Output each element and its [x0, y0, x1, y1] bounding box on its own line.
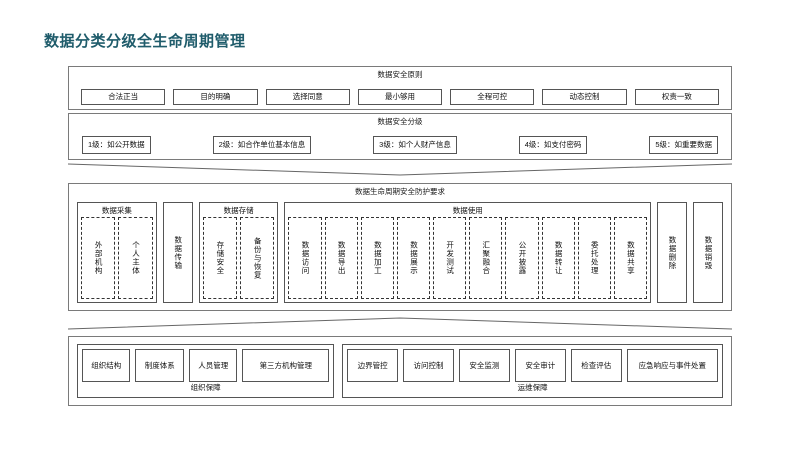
chevron-down-connector: [68, 163, 732, 177]
guarantee-label[interactable]: 组织保障: [190, 383, 221, 392]
lifecycle-subitem-label[interactable]: 数据加工: [373, 241, 383, 275]
lifecycle-subitem-label[interactable]: 数据转让: [554, 241, 564, 275]
lifecycle-group-track: 数据采集外部机构 个人主体 数据传输 数据存储存储安全 备份与恢复 数据使用数据访问 数据导…: [77, 202, 724, 303]
chevron-up-connector: [68, 316, 732, 330]
lifecycle-stage-4[interactable]: 数据删除: [657, 202, 688, 303]
organization-guarantee[interactable]: 组织结构制度体系人员管理第三方机构管理组织保障: [77, 344, 335, 398]
lifecycle-stage-5[interactable]: 数据销毁: [693, 202, 724, 303]
principle-item[interactable]: 合法正当: [81, 89, 166, 105]
lifecycle-subitem-label[interactable]: 数据导出: [337, 241, 347, 275]
classification-level-item[interactable]: 4级：如支付密码: [518, 136, 588, 154]
lifecycle-subitem[interactable]: 开发测试: [433, 217, 467, 299]
principle-item[interactable]: 全程可控: [450, 89, 535, 105]
lifecycle-subitem[interactable]: 外部机构: [81, 217, 116, 299]
guarantee-item-row[interactable]: 组织结构制度体系人员管理第三方机构管理: [82, 349, 330, 382]
guarantee-item[interactable]: 人员管理: [188, 349, 238, 382]
guarantee-item[interactable]: 制度体系: [135, 349, 184, 382]
lifecycle-subitem-label[interactable]: 个人主体: [131, 241, 141, 275]
guarantee-item[interactable]: 组织结构: [82, 349, 131, 382]
lifecycle-subitem-label[interactable]: 存储安全: [215, 241, 225, 275]
lifecycle-subitem-label[interactable]: 数据访问: [301, 241, 311, 275]
classification-level-item[interactable]: 1级：如公开数据: [82, 136, 151, 154]
principle-item[interactable]: 权责一致: [634, 89, 719, 105]
lifecycle-group-label[interactable]: 数据采集: [101, 206, 132, 215]
lifecycle-subitem-row[interactable]: 外部机构 个人主体: [81, 217, 153, 299]
lifecycle-subitem[interactable]: 数据访问: [288, 217, 322, 299]
guarantee-item[interactable]: 检查评估: [570, 349, 622, 382]
lifecycle-subitem-row[interactable]: 数据访问 数据导出 数据加工 数据展示 开发测试 汇聚融合 公开披露 数据转让 委托处理 数据共享: [288, 217, 647, 299]
classification-level-item[interactable]: 2级：如合作单位基本信息: [212, 136, 312, 154]
lifecycle-subitem[interactable]: 数据共享: [613, 217, 647, 299]
lifecycle-group-label[interactable]: 数据使用: [452, 206, 483, 215]
lifecycle-subitem[interactable]: 数据展示: [396, 217, 431, 299]
classification-item-row: 1级：如公开数据 2级：如合作单位基本信息 3级：如个人财产信息 4级：如支付密码 5级…: [77, 136, 723, 154]
classification-title: 数据安全分级: [377, 117, 423, 126]
principle-item[interactable]: 选择同意: [265, 89, 350, 105]
classification-level-item[interactable]: 3级：如个人财产信息: [373, 136, 457, 154]
guarantee-item-row[interactable]: 边界管控访问控制安全监测安全审计检查评估应急响应与事件处置: [347, 349, 718, 382]
lifecycle-group-2[interactable]: 数据存储存储安全 备份与恢复: [198, 202, 279, 303]
lifecycle-subitem-label[interactable]: 公开披露: [517, 241, 527, 275]
classification-level-item[interactable]: 5级：如重要数据: [649, 136, 718, 154]
lifecycle-subitem-label[interactable]: 数据展示: [409, 241, 419, 275]
lifecycle-stage-label[interactable]: 数据传输: [173, 235, 183, 270]
lifecycle-subitem-label[interactable]: 外部机构: [94, 241, 104, 275]
lifecycle-subitem-label[interactable]: 汇聚融合: [481, 241, 491, 275]
principles-item-row: 合法正当目的明确选择同意最小够用全程可控动态控制权责一致: [77, 89, 723, 105]
section-data-security-classification: 数据安全分级 1级：如公开数据 2级：如合作单位基本信息 3级：如个人财产信息 4级：…: [68, 113, 732, 160]
lifecycle-group-3[interactable]: 数据使用数据访问 数据导出 数据加工 数据展示 开发测试 汇聚融合 公开披露 数据转让 委托处理…: [284, 202, 652, 303]
lifecycle-stage-1[interactable]: 数据传输: [162, 202, 193, 303]
principle-item[interactable]: 动态控制: [542, 89, 627, 105]
guarantee-label[interactable]: 运维保障: [517, 383, 548, 392]
section-data-lifecycle-protection: 数据生命周期安全防护要求 数据采集外部机构 个人主体 数据传输 数据存储存储安全 备份与…: [68, 183, 732, 311]
lifecycle-subitem[interactable]: 备份与恢复: [240, 217, 275, 299]
lifecycle-group-label[interactable]: 数据存储: [223, 206, 254, 215]
lifecycle-subitem[interactable]: 公开披露: [505, 217, 539, 299]
operations-guarantee[interactable]: 边界管控访问控制安全监测安全审计检查评估应急响应与事件处置运维保障: [342, 344, 723, 398]
principle-item[interactable]: 最小够用: [357, 89, 443, 105]
lifecycle-subitem-label[interactable]: 委托处理: [590, 241, 600, 275]
guarantee-item[interactable]: 安全审计: [514, 349, 566, 382]
lifecycle-subitem[interactable]: 汇聚融合: [469, 217, 503, 299]
lifecycle-subitem[interactable]: 委托处理: [577, 217, 611, 299]
lifecycle-subitem-row[interactable]: 存储安全 备份与恢复: [202, 217, 275, 299]
lifecycle-group-0[interactable]: 数据采集外部机构 个人主体: [77, 202, 157, 303]
lifecycle-subitem-label[interactable]: 备份与恢复: [253, 236, 263, 280]
lifecycle-subitem-label[interactable]: 开发测试: [445, 241, 455, 275]
guarantee-item[interactable]: 访问控制: [403, 349, 454, 382]
guarantee-item[interactable]: 安全监测: [458, 349, 510, 382]
lifecycle-subitem[interactable]: 数据导出: [324, 217, 358, 299]
page-title: 数据分类分级全生命周期管理: [44, 33, 246, 50]
lifecycle-subitem[interactable]: 存储安全: [202, 217, 238, 299]
lifecycle-subitem-label[interactable]: 数据共享: [626, 241, 636, 275]
guarantee-columns: 组织结构制度体系人员管理第三方机构管理组织保障边界管控访问控制安全监测安全审计检…: [77, 344, 723, 398]
lifecycle-title: 数据生命周期安全防护要求: [355, 187, 445, 196]
lifecycle-subitem[interactable]: 数据加工: [360, 217, 394, 299]
lifecycle-subitem[interactable]: 数据转让: [541, 217, 575, 299]
principle-item[interactable]: 目的明确: [173, 89, 258, 105]
section-guarantee: 组织结构制度体系人员管理第三方机构管理组织保障边界管控访问控制安全监测安全审计检…: [68, 336, 732, 406]
section-data-security-principles: 数据安全原则 合法正当目的明确选择同意最小够用全程可控动态控制权责一致: [68, 66, 732, 110]
guarantee-item[interactable]: 第三方机构管理: [242, 349, 330, 382]
lifecycle-subitem[interactable]: 个人主体: [118, 217, 153, 299]
lifecycle-stage-label[interactable]: 数据销毁: [704, 235, 714, 270]
guarantee-item[interactable]: 边界管控: [347, 349, 399, 382]
guarantee-item[interactable]: 应急响应与事件处置: [626, 349, 718, 382]
lifecycle-stage-label[interactable]: 数据删除: [668, 235, 678, 270]
principles-title: 数据安全原则: [377, 70, 423, 79]
